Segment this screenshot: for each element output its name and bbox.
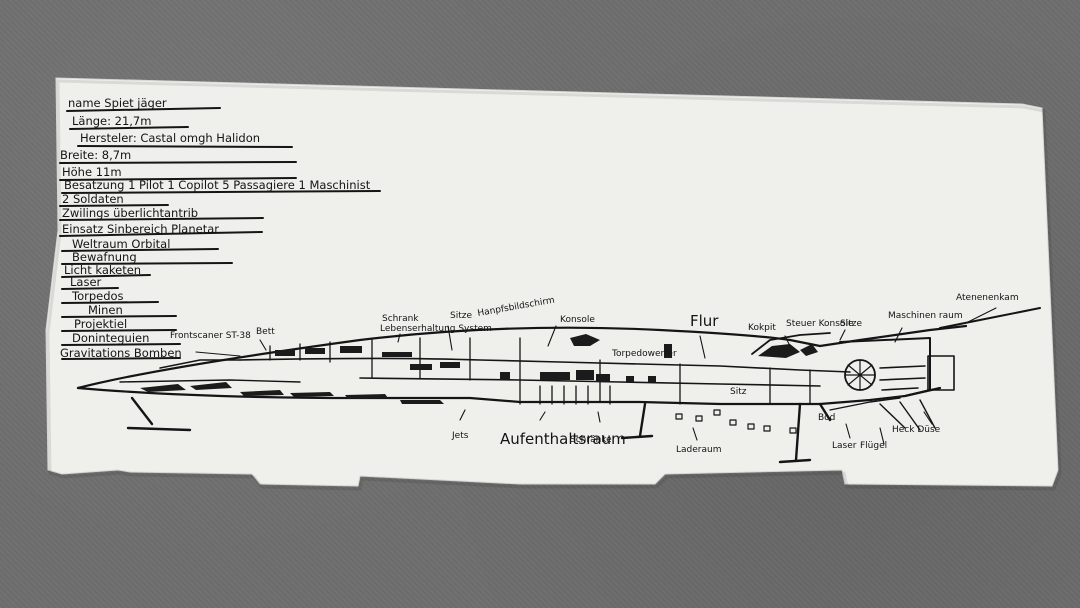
label-cupboard: Schrank: [382, 314, 419, 324]
ship-labels: Frontscaner ST-38 Bett Schrank Lebenserh…: [170, 293, 1019, 455]
spec-height: Höhe 11m: [62, 165, 122, 179]
spec-width: Breite: 8,7m: [60, 148, 131, 162]
spec-weapon-rockets: Licht kaketen: [64, 263, 141, 277]
ship-drawing: [76, 307, 1041, 464]
spec-space: Weltraum Orbital: [72, 237, 170, 251]
label-control-console: Steuer Konsole: [786, 319, 854, 329]
spec-weapon-torpedos: Torpedos: [71, 289, 124, 303]
spec-weapon-other: Doninteguien: [72, 331, 149, 345]
label-frontscanner: Frontscaner ST-38: [170, 331, 251, 341]
spec-list: name Spiet jäger Länge: 21,7m Hersteler:…: [60, 96, 371, 360]
spec-weapon-laser: Laser: [70, 275, 102, 289]
label-bed: Bett: [256, 327, 275, 337]
spec-weapon-gravity: Gravitations Bomben: [60, 346, 182, 360]
ship-hull-top: [76, 324, 968, 390]
label-rear-nozzle: Heck Düse: [892, 425, 941, 435]
spec-manufacturer: Hersteler: Castal omgh Halidon: [80, 131, 260, 145]
label-lounge: Aufenthaltsraum: [500, 430, 626, 448]
spec-armament: Bewafnung: [72, 250, 137, 264]
label-cockpit: Kokpit: [748, 323, 776, 333]
label-jets: Jets: [451, 431, 469, 441]
label-seat: Sitz: [730, 387, 747, 397]
label-cabinets: Schränke: [570, 435, 612, 445]
label-seats-cockpit: Sitze: [840, 319, 862, 329]
spec-crew: Besatzung 1 Pilot 1 Copilot 5 Passagiere…: [64, 178, 371, 192]
label-life-support: Lebenserhaltung System: [380, 324, 492, 334]
spec-weapon-mines: Minen: [88, 303, 123, 317]
label-engine-room: Maschinen raum: [888, 311, 963, 321]
label-wing: Flügel: [860, 441, 887, 451]
spec-underlines: [59, 107, 381, 360]
label-laser: Laser: [832, 441, 857, 451]
spec-length: Länge: 21,7m: [72, 114, 151, 128]
label-cargo-hold: Laderaum: [676, 445, 721, 455]
label-seats: Sitze: [450, 311, 472, 321]
label-boat: Bod: [818, 413, 835, 423]
spec-deployment: Einsatz Sinbereich Planetar: [62, 222, 219, 236]
spec-weapon-projectile: Projektiel: [74, 317, 127, 331]
label-console: Konsole: [560, 315, 595, 325]
spec-drive: Zwilings überlichtantrib: [62, 206, 198, 220]
paper-sheet: [45, 77, 1059, 487]
label-torpedo-launcher: Torpedowerfer: [611, 349, 677, 359]
label-corridor: Flur: [690, 312, 719, 330]
label-antenna: Atenenenkam: [956, 293, 1019, 303]
spec-name: name Spiet jäger: [68, 96, 167, 110]
spec-soldiers: 2 Soldaten: [62, 192, 124, 206]
